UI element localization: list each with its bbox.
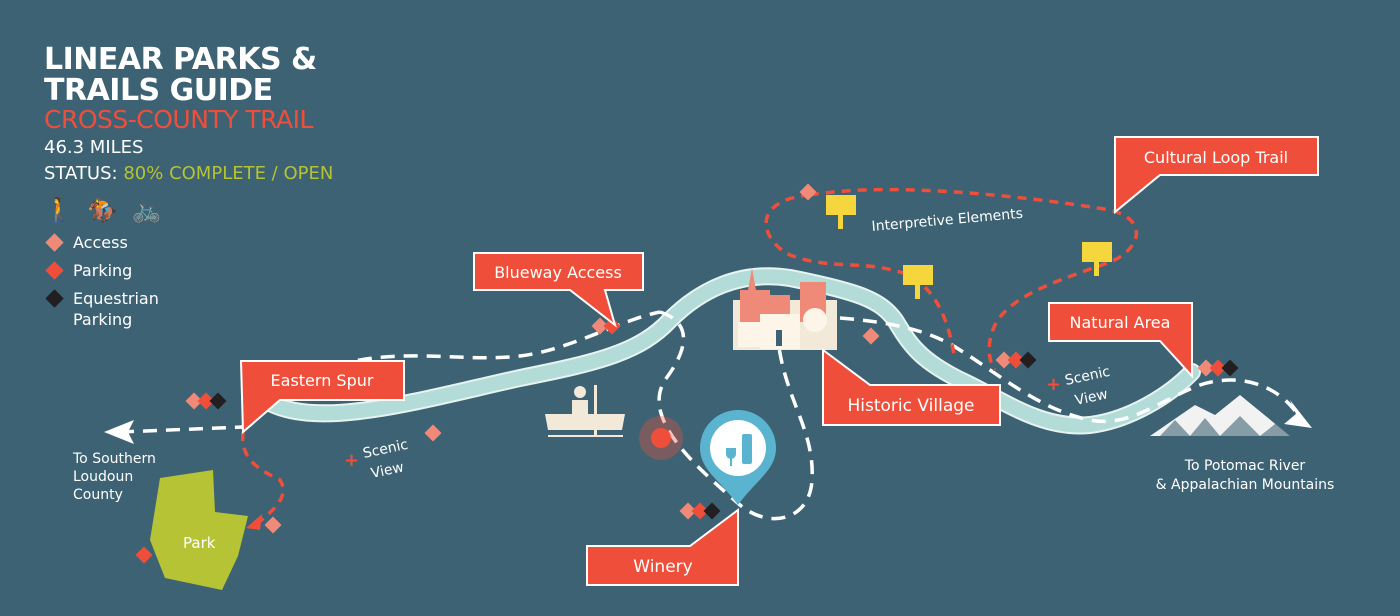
equestrian-diamond-icon: [45, 289, 64, 308]
park-label: Park: [183, 534, 216, 552]
status-label: STATUS:: [44, 163, 118, 184]
callout-eastern-spur[interactable]: Eastern Spur: [239, 360, 405, 435]
trail-length: 46.3 MILES: [44, 137, 144, 158]
legend-item-access: Access: [44, 232, 333, 253]
destination-label: County: [73, 487, 123, 503]
title-line1: LINEAR PARKS &: [44, 42, 317, 77]
trail-status: STATUS: 80% COMPLETE / OPEN: [44, 162, 333, 186]
destination-south: To Southern Loudoun County: [72, 451, 156, 503]
destination-label: To Potomac River: [1184, 458, 1306, 474]
title-line2: TRAILS GUIDE: [44, 73, 273, 108]
legend-label: Parking: [73, 261, 133, 280]
callout-label: Eastern Spur: [271, 371, 374, 390]
status-value: 80% COMPLETE / OPEN: [123, 163, 334, 184]
destination-north: To Potomac River & Appalachian Mountains: [1156, 458, 1335, 493]
bicycle-icon: 🚲: [131, 196, 162, 224]
hiking-icon: 🚶: [44, 196, 74, 224]
access-diamond-icon: [45, 233, 64, 252]
legend-label: Access: [73, 233, 128, 252]
callout-label: Historic Village: [848, 396, 975, 416]
scenic-plus-icon: +: [344, 450, 359, 471]
interpretive-label: Interpretive Elements: [871, 206, 1024, 235]
park-area[interactable]: [150, 470, 248, 590]
activity-icons: 🚶 🏇 🚲: [44, 196, 333, 224]
callout-natural-area[interactable]: Natural Area: [1048, 302, 1193, 379]
interpretive-sign-icon: [1082, 242, 1112, 276]
parking-diamond-icon: [45, 261, 64, 280]
scenic-label: Scenic: [362, 437, 410, 462]
kayak-icon[interactable]: [545, 385, 625, 437]
scenic-label: Scenic: [1064, 364, 1112, 389]
destination-label: Loudoun: [73, 469, 133, 485]
access-points[interactable]: [135, 183, 1239, 564]
trail-name: CROSS-COUNTY TRAIL: [44, 105, 313, 134]
callout-label: Blueway Access: [494, 263, 622, 282]
destination-label: & Appalachian Mountains: [1156, 477, 1335, 493]
scenic-label: View: [1074, 386, 1110, 409]
mountains-icon: [1150, 395, 1292, 436]
park-arrow-icon: [246, 514, 262, 530]
legend-item-equestrian-parking: Equestrian Parking: [44, 288, 333, 330]
callout-blueway-access[interactable]: Blueway Access: [473, 252, 644, 328]
scenic-label: View: [370, 459, 406, 482]
callout-label: Natural Area: [1070, 313, 1171, 332]
spur-trails[interactable]: [241, 187, 1139, 527]
arrow-west-icon: [104, 420, 134, 444]
arrow-east-icon: [1284, 400, 1312, 428]
callout-historic-village[interactable]: Historic Village: [822, 348, 1001, 426]
winery-pin-icon[interactable]: [700, 410, 776, 505]
legend-panel: LINEAR PARKS & TRAILS GUIDE CROSS-COUNTY…: [44, 44, 333, 337]
horse-riding-icon: 🏇: [87, 196, 118, 224]
callout-label: Cultural Loop Trail: [1144, 148, 1288, 167]
callout-label: Winery: [633, 557, 692, 577]
interpretive-sign-icon: [903, 265, 933, 299]
callout-winery[interactable]: Winery: [586, 508, 739, 586]
historic-village-icon[interactable]: [733, 268, 837, 350]
scenic-plus-icon: +: [1046, 374, 1061, 395]
destination-label: To Southern: [72, 451, 156, 467]
legend-label: Equestrian Parking: [73, 289, 159, 329]
callout-cultural-loop-trail[interactable]: Cultural Loop Trail: [1114, 136, 1319, 215]
legend-item-parking: Parking: [44, 260, 333, 281]
interpretive-sign-icon: [826, 195, 856, 229]
